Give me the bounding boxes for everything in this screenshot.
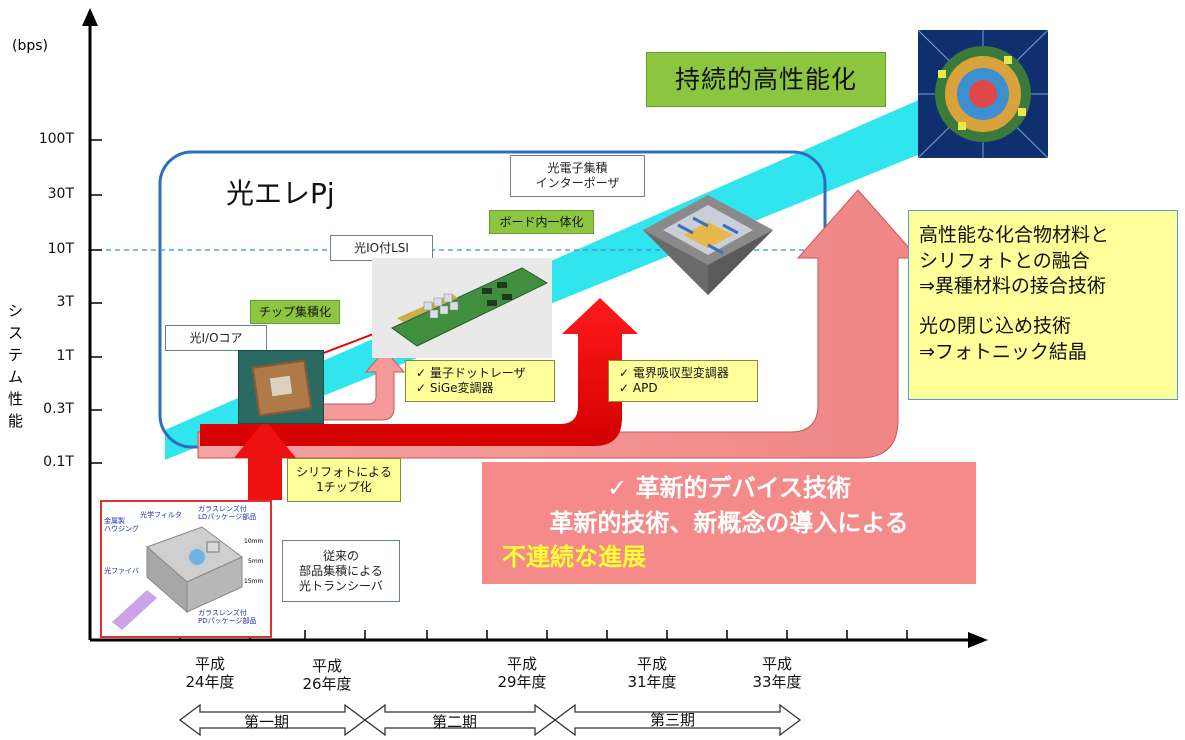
y-axis-title-char: シ	[8, 302, 24, 320]
optical-io-core-chip-image	[238, 350, 324, 424]
y-tick-label: 3T	[56, 294, 74, 310]
optical-filter-label: 光学フィルタ	[140, 511, 182, 519]
year-era: 平成	[636, 655, 667, 673]
interposer-line2: インターポーザ	[535, 176, 620, 190]
interposer-chip-image	[638, 190, 778, 300]
y-axis-title-char: ム	[8, 368, 24, 386]
y-axis-arrowhead	[82, 8, 98, 26]
silicon-photonics-line1: シリフォトによる	[296, 465, 392, 479]
future-chip-drawing	[917, 29, 1049, 159]
y-axis-title: シ ス テ ム 性 能	[8, 300, 30, 432]
sustained-performance-title: 持続的高性能化	[646, 52, 886, 107]
y-axis-title-char: ス	[8, 324, 24, 342]
conventional-line1: 従来の	[322, 548, 359, 563]
chip-center	[269, 375, 293, 397]
year-value: 26年度	[302, 675, 352, 693]
quantum-dot-tech-box: ✓ 量子ドットレーザ ✓ SiGe変調器	[405, 360, 555, 402]
period-label: 第一期	[244, 713, 290, 731]
interposer-drawing	[643, 195, 773, 295]
red-progress-arrow	[200, 298, 638, 446]
period-label: 第二期	[432, 713, 478, 731]
pd-package-label: ガラスレンズ付 PDパッケージ部品	[198, 609, 257, 625]
x-axis-arrowhead	[968, 632, 988, 648]
y-tick-label: 30T	[47, 186, 74, 202]
conventional-transceiver-image: 金属製 ハウジング 光学フィルタ ガラスレンズ付 LDパッケージ部品 光ファイバ…	[100, 500, 272, 638]
conventional-line3: 光トランシーバ	[299, 578, 383, 593]
year-value: 29年度	[497, 673, 547, 691]
small-pink-arrow	[317, 349, 406, 421]
y-axis-unit: (bps)	[12, 38, 48, 54]
conventional-line2: 部品集積による	[299, 563, 383, 578]
heterogeneous-integration-note: 高性能な化合物材料と シリフォトとの融合 ⇒異種材料の接合技術 光の閉じ込め技術…	[908, 210, 1178, 400]
tech-item: ✓ 量子ドットレーザ	[416, 366, 526, 380]
innovation-line3: 不連続な進展	[502, 543, 646, 572]
y-axis-ticks	[90, 139, 102, 464]
y-tick-label: 0.1T	[43, 454, 74, 470]
future-chip-image	[917, 29, 1049, 159]
interposer-label: 光電子集積 インターポーザ	[510, 155, 645, 197]
fiber-label: 光ファイバ	[104, 567, 139, 575]
year-era: 平成	[506, 655, 537, 673]
chip-integration-label: チップ集積化	[250, 300, 340, 324]
note-line: ⇒フォトニック結晶	[919, 340, 1087, 363]
conventional-transceiver-label: 従来の 部品集積による 光トランシーバ	[282, 540, 400, 602]
note-line: ⇒異種材料の接合技術	[919, 275, 1106, 298]
dimension-label: 15mm	[244, 578, 264, 585]
dimension-label: 10mm	[244, 538, 264, 545]
optical-io-lsi-board-image	[372, 258, 552, 358]
transceiver-drawing	[112, 526, 243, 630]
note-line: 高性能な化合物材料と	[919, 224, 1110, 246]
lsi-board-drawing	[372, 258, 552, 358]
period-arrows	[178, 703, 802, 737]
tech-item: ✓ APD	[619, 381, 658, 395]
tech-item: ✓ SiGe変調器	[416, 381, 494, 395]
year-era: 平成	[194, 655, 225, 673]
dimension-label: 5mm	[248, 558, 264, 565]
project-label: 光エレPj	[226, 177, 335, 210]
eam-tech-box: ✓ 電界吸収型変調器 ✓ APD	[608, 360, 758, 402]
metal-housing-label: 金属製 ハウジング	[104, 517, 139, 533]
y-axis-title-char: 能	[8, 412, 24, 430]
innovation-line1: ✓ 革新的デバイス技術	[607, 473, 851, 502]
interposer-line1: 光電子集積	[547, 161, 608, 175]
y-axis-title-char: 性	[8, 390, 24, 408]
year-value: 24年度	[185, 673, 235, 691]
year-value: 33年度	[752, 673, 802, 691]
year-value: 31年度	[627, 673, 677, 691]
optical-io-core-label: 光I/Oコア	[165, 325, 267, 351]
year-era: 平成	[761, 655, 792, 673]
y-tick-label: 0.3T	[43, 401, 74, 417]
y-tick-label: 100T	[38, 131, 74, 147]
year-era: 平成	[311, 657, 342, 675]
note-line: シリフォトとの融合	[919, 249, 1090, 272]
y-tick-label: 1T	[56, 348, 74, 364]
y-tick-label: 10T	[47, 241, 74, 257]
innovation-box: ✓ 革新的デバイス技術 革新的技術、新概念の導入による 不連続な進展	[482, 462, 976, 584]
ld-package-label: ガラスレンズ付 LDパッケージ部品	[198, 505, 257, 521]
red-up-arrow	[234, 420, 296, 500]
innovation-line2: 革新的技術、新概念の導入による	[549, 508, 909, 537]
period-label: 第三期	[650, 711, 696, 729]
x-axis-ticks	[179, 630, 908, 640]
silicon-photonics-label: シリフォトによる 1チップ化	[287, 458, 401, 502]
optical-io-lsi-label: 光IO付LSI	[330, 235, 433, 261]
tech-item: ✓ 電界吸収型変調器	[619, 366, 729, 380]
silicon-photonics-line2: 1チップ化	[316, 480, 372, 494]
y-axis-title-char: テ	[8, 346, 24, 364]
note-line: 光の閉じ込め技術	[919, 314, 1072, 337]
board-integration-label: ボード内一体化	[489, 210, 594, 234]
